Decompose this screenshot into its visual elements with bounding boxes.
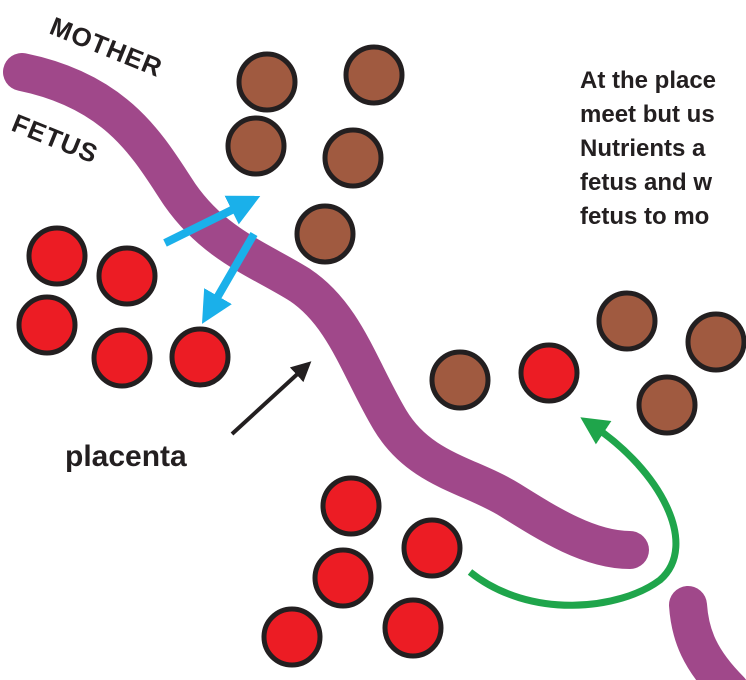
caption-line-3: Nutrients a <box>580 135 706 162</box>
fetal-cell <box>264 609 320 665</box>
caption-line-4: fetus and w <box>580 169 712 196</box>
fetal-cell <box>323 478 379 534</box>
maternal-cell <box>228 118 284 174</box>
fetal-cell <box>94 330 150 386</box>
maternal-cell <box>639 377 695 433</box>
placenta-label: placenta <box>65 440 187 473</box>
caption-line-2: meet but us <box>580 101 715 128</box>
fetal-cell <box>29 228 85 284</box>
fetal-cell <box>404 520 460 576</box>
fetal-cell <box>315 550 371 606</box>
fetal-cell <box>521 345 577 401</box>
maternal-cell <box>297 206 353 262</box>
caption-line-1: At the place <box>580 67 716 94</box>
maternal-cell <box>599 293 655 349</box>
maternal-cell <box>239 54 295 110</box>
placenta-membrane <box>22 72 630 550</box>
fetal-cell <box>19 297 75 353</box>
fetal-cell <box>99 248 155 304</box>
maternal-cell <box>346 47 402 103</box>
fetal-cell <box>172 329 228 385</box>
maternal-cell <box>432 352 488 408</box>
placenta-pointer-arrow <box>232 368 304 434</box>
maternal-cell <box>325 130 381 186</box>
placenta-membrane-fragment <box>688 605 730 680</box>
fetal-cell <box>385 600 441 656</box>
maternal-cell <box>688 314 744 370</box>
caption-line-5: fetus to mo <box>580 203 709 230</box>
